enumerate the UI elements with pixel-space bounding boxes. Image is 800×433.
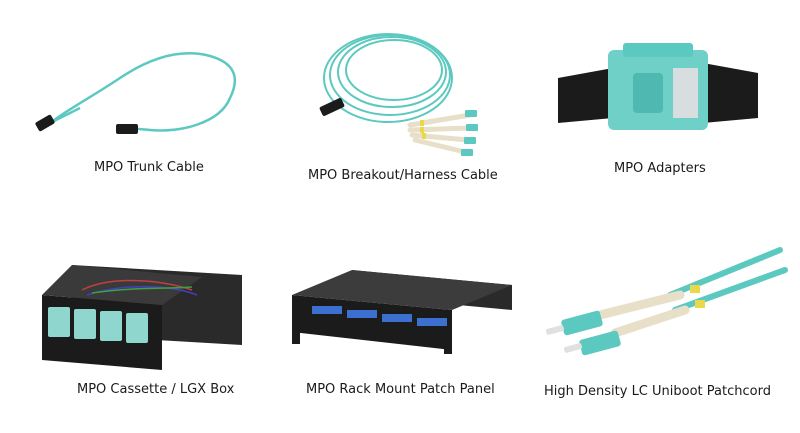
product-caption: MPO Cassette / LGX Box — [77, 382, 235, 397]
lc-uniboot-image — [540, 245, 790, 360]
product-caption: MPO Rack Mount Patch Panel — [306, 382, 495, 397]
mpo-adapter-image — [553, 38, 763, 143]
mpo-cassette-image — [42, 265, 247, 370]
mpo-breakout-cable-image — [319, 20, 490, 160]
product-caption: MPO Breakout/Harness Cable — [308, 168, 498, 183]
mpo-trunk-cable-image — [30, 38, 250, 148]
patch-panel-image — [292, 270, 512, 355]
product-caption: High Density LC Uniboot Patchcord — [544, 384, 771, 399]
product-caption: MPO Adapters — [614, 161, 706, 176]
product-caption: MPO Trunk Cable — [94, 160, 204, 175]
